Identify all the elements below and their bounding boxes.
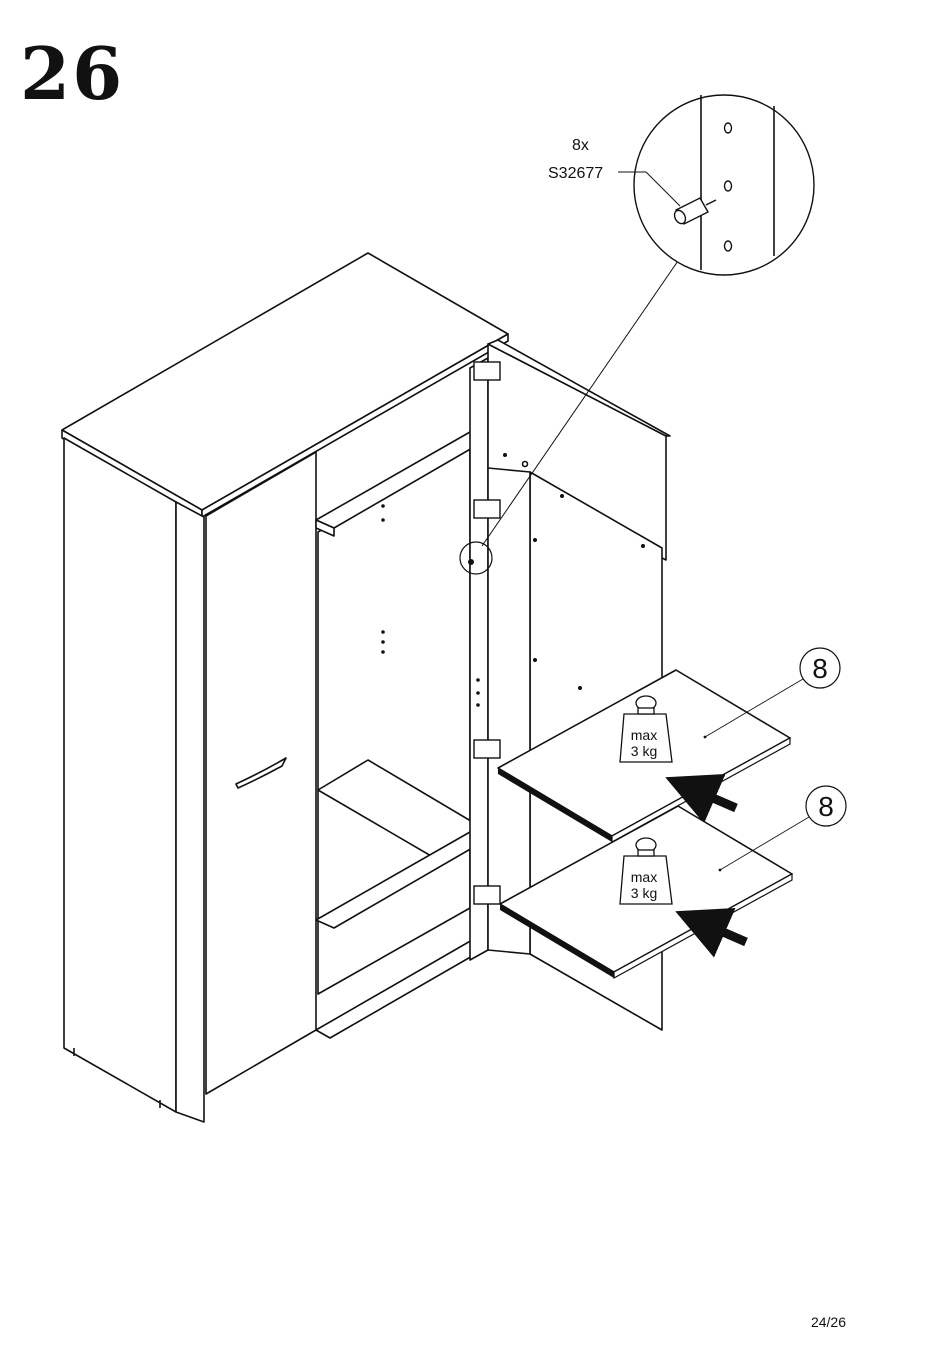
right-door-inner-strip bbox=[488, 468, 530, 954]
weight-limit-line1-1: max bbox=[631, 727, 657, 743]
insert-arrow-1 bbox=[690, 788, 736, 808]
front-frame-strip bbox=[176, 502, 204, 1122]
hinge-4 bbox=[474, 886, 500, 904]
part-number-2: 8 bbox=[818, 791, 834, 822]
hinge-2 bbox=[474, 500, 500, 518]
hinge-1 bbox=[474, 362, 500, 380]
page-number: 24/26 bbox=[811, 1314, 846, 1330]
wardrobe-cabinet bbox=[62, 253, 508, 1122]
weight-limit-line2-2: 3 kg bbox=[631, 885, 657, 901]
weight-limit-line1-2: max bbox=[631, 869, 657, 885]
hardware-quantity: 8x bbox=[572, 137, 589, 154]
hinge-3 bbox=[474, 740, 500, 758]
hardware-part-code: S32677 bbox=[548, 165, 603, 182]
insert-arrow-2 bbox=[700, 922, 746, 942]
left-side-panel bbox=[64, 438, 176, 1112]
part-number-1: 8 bbox=[812, 653, 828, 684]
right-frame-column bbox=[470, 358, 488, 960]
weight-limit-line2-1: 3 kg bbox=[631, 743, 657, 759]
detail-zoom bbox=[634, 95, 814, 275]
